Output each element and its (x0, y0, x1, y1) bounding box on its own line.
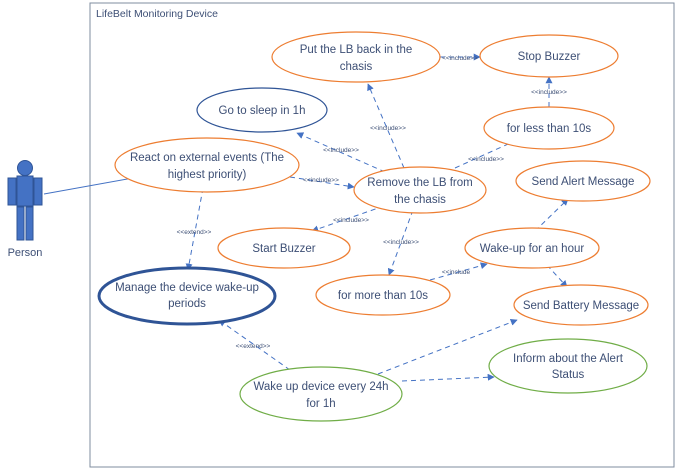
use-case-wake-up-hour[interactable]: Wake-up for an hour (464, 227, 600, 269)
actor-right-arm (33, 177, 43, 206)
use-case-react-external[interactable]: React on external events (The highest pr… (114, 137, 300, 193)
use-case-remove-lb[interactable]: Remove the LB from the chasis (353, 166, 487, 214)
label-remove-putback: <<include>> (370, 125, 406, 132)
more-than-label: for more than 10s (338, 290, 428, 302)
remove-line-2: the chasis (394, 194, 446, 206)
use-case-inform-alert[interactable]: Inform about the Alert Status (488, 338, 648, 394)
rel-wake24-battery (377, 319, 518, 375)
send-alert-label: Send Alert Message (532, 176, 635, 188)
use-case-put-back[interactable]: Put the LB back in the chasis (271, 31, 441, 83)
inform-line-1: Inform about the Alert (513, 353, 624, 365)
label-remove-morethan: <<include>> (383, 239, 419, 246)
react-line-1: React on external events (The (130, 152, 284, 164)
go-to-sleep-label: Go to sleep in 1h (219, 105, 306, 117)
use-case-manage-wakeup[interactable]: Manage the device wake-up periods (97, 266, 277, 326)
label-lessthan-stop: <<include>> (531, 89, 567, 96)
rel-remove-sleep (296, 132, 386, 173)
use-case-wake-up-24h[interactable]: Wake up device every 24h for 1h (239, 366, 403, 422)
manage-line-2: periods (168, 298, 206, 310)
inform-line-2: Status (552, 369, 585, 381)
association-line (43, 177, 134, 195)
label-remove-start: <<include>> (333, 217, 369, 224)
rel-wakehour-alert (534, 198, 569, 232)
actor-left-leg (16, 206, 25, 241)
rel-remove-putback (367, 83, 405, 169)
wake24-line-2: for 1h (306, 398, 335, 410)
label-react-manage: <<extend>> (177, 229, 212, 236)
rel-remove-lessthan (454, 139, 518, 169)
use-case-send-alert[interactable]: Send Alert Message (515, 160, 651, 202)
actor-label: Person (8, 247, 43, 259)
rel-react-remove (289, 176, 355, 190)
react-line-2: highest priority) (168, 169, 247, 181)
manage-line-1: Manage the device wake-up (115, 282, 259, 294)
wake-hour-label: Wake-up for an hour (480, 243, 585, 255)
put-back-line-1: Put the LB back in the (300, 44, 413, 56)
stop-buzzer-label: Stop Buzzer (518, 51, 581, 63)
use-case-stop-buzzer[interactable]: Stop Buzzer (479, 34, 619, 78)
start-buzzer-label: Start Buzzer (252, 243, 315, 255)
relationship-lines (185, 53, 569, 382)
rel-remove-morethan (387, 209, 414, 276)
actor-head (17, 160, 33, 176)
rel-wakehour-battery (546, 264, 568, 288)
person-actor[interactable]: Person (7, 160, 43, 260)
relationship-labels: <<include>> <<include>> <<include>> <<in… (177, 55, 567, 350)
label-react-remove: <<include>> (303, 177, 339, 184)
less-than-label: for less than 10s (507, 123, 592, 135)
label-wake24-manage: <<extend>> (236, 343, 271, 350)
label-remove-sleep: <<include>> (323, 147, 359, 154)
label-remove-lessthan: <<include>> (468, 156, 504, 163)
label-putback-stop: <<include>> (442, 55, 478, 62)
send-battery-label: Send Battery Message (523, 300, 639, 312)
rel-remove-start (311, 205, 385, 233)
use-case-send-battery[interactable]: Send Battery Message (513, 284, 649, 326)
rel-wake24-manage (218, 319, 291, 371)
actor-left-arm (7, 177, 17, 206)
system-title: LifeBelt Monitoring Device (96, 8, 218, 20)
rel-wake24-inform (401, 373, 495, 382)
use-case-more-than-10s[interactable]: for more than 10s (315, 274, 451, 316)
put-back-line-2: chasis (340, 61, 373, 73)
wake24-line-1: Wake up device every 24h (253, 381, 388, 393)
actor-body (16, 175, 34, 207)
label-morethan-wakehour: <<include (442, 269, 471, 276)
remove-line-1: Remove the LB from (367, 177, 472, 189)
rel-react-manage (185, 187, 204, 271)
actor-right-leg (25, 206, 34, 241)
use-case-start-buzzer[interactable]: Start Buzzer (217, 227, 351, 269)
use-case-less-than-10s[interactable]: for less than 10s (483, 106, 615, 150)
rel-morethan-wakehour (429, 262, 488, 281)
use-case-go-to-sleep[interactable]: Go to sleep in 1h (196, 87, 328, 133)
